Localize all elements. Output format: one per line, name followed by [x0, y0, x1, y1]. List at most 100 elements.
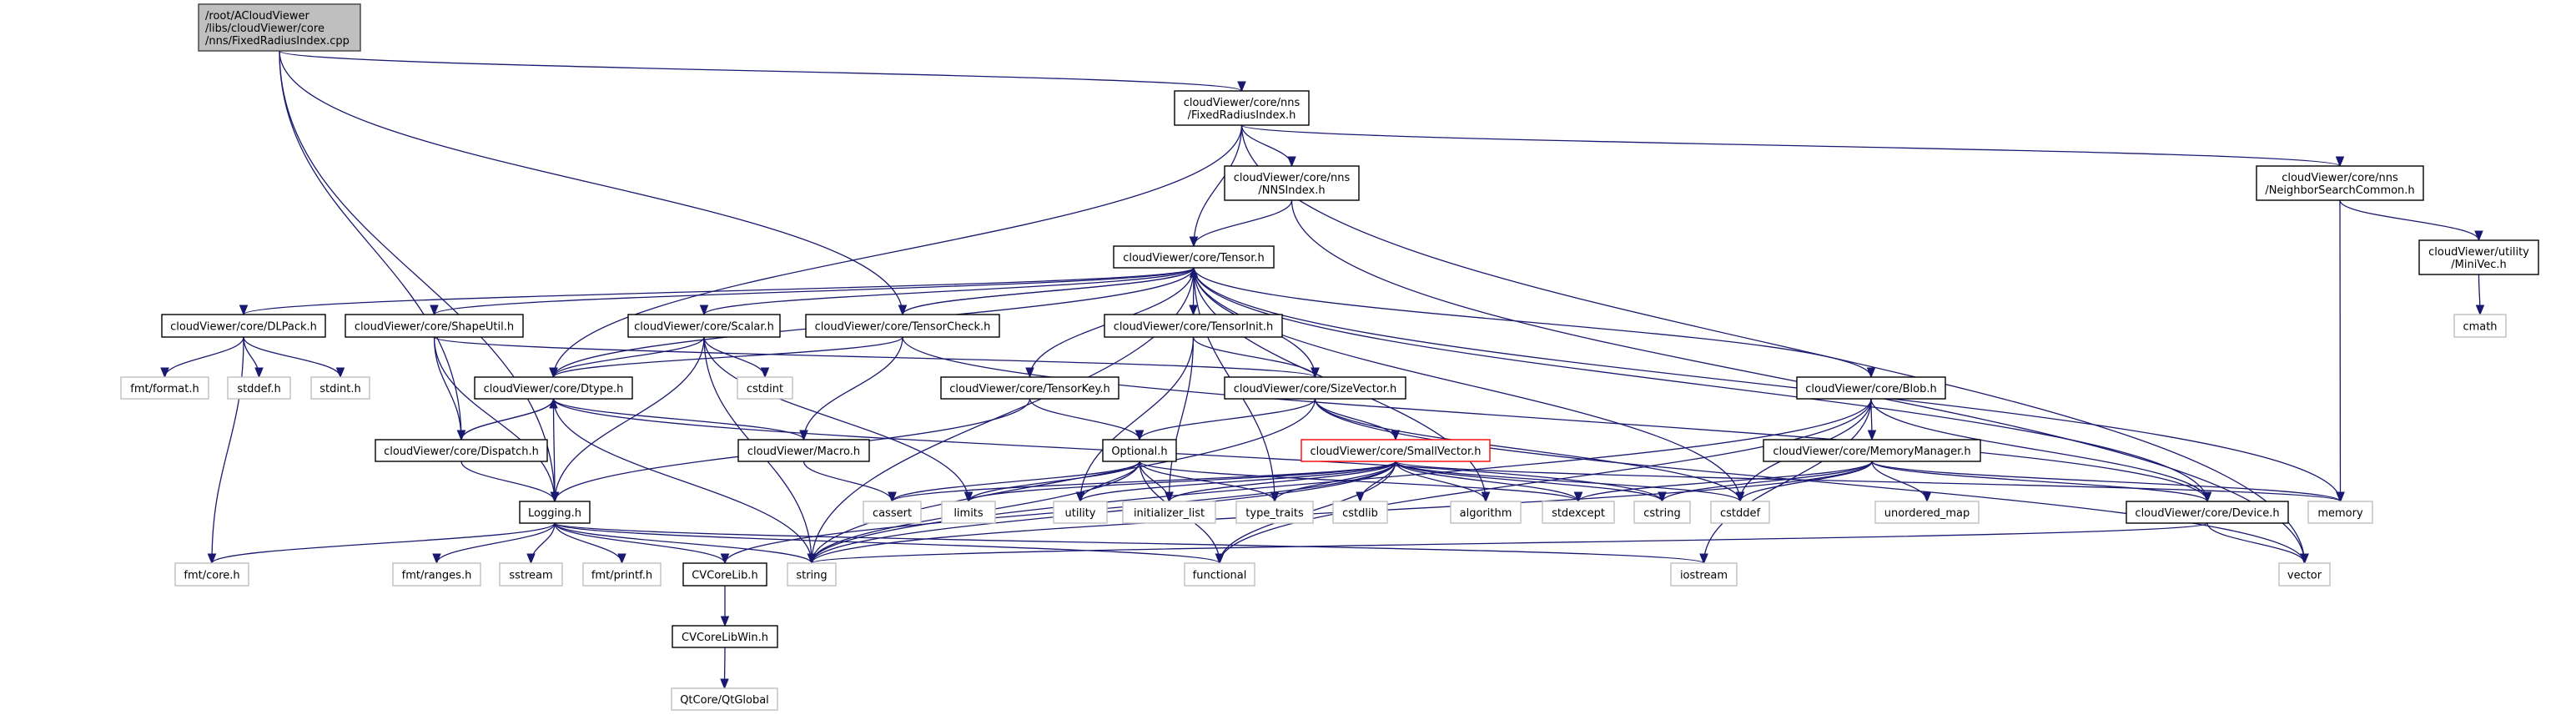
- node-shapeutil[interactable]: cloudViewer/core/ShapeUtil.h: [345, 314, 524, 338]
- node-label: initializer_list: [1134, 507, 1205, 520]
- node-tensor[interactable]: cloudViewer/core/Tensor.h: [1113, 245, 1275, 269]
- node-box: [671, 687, 778, 711]
- node-smallvec[interactable]: cloudViewer/core/SmallVector.h: [1301, 439, 1491, 462]
- arrowhead-icon: [1481, 491, 1491, 503]
- arrowhead-icon: [550, 491, 560, 503]
- node-tkey[interactable]: cloudViewer/core/TensorKey.h: [940, 376, 1119, 400]
- node-typetraits[interactable]: type_traits: [1235, 501, 1314, 524]
- node-initlist[interactable]: initializer_list: [1122, 501, 1216, 524]
- node-label: fmt/ranges.h: [402, 570, 472, 582]
- edge-logging-to-functional: [554, 522, 1225, 565]
- node-memory[interactable]: memory: [2307, 501, 2373, 524]
- edge-memmgr-to-stdexcept: [1573, 461, 1873, 503]
- node-iostream[interactable]: iostream: [1670, 562, 1738, 587]
- edges-layer: [160, 50, 2485, 690]
- node-device[interactable]: cloudViewer/core/Device.h: [2126, 501, 2289, 524]
- node-dispatch[interactable]: cloudViewer/core/Dispatch.h: [375, 439, 548, 462]
- node-label: /FixedRadiusIndex.h: [1188, 109, 1296, 122]
- node-dtype[interactable]: cloudViewer/core/Dtype.h: [474, 376, 633, 400]
- node-box: [1235, 501, 1314, 524]
- arrowhead-icon: [1189, 266, 1199, 278]
- edge-cpp-to-tcheck: [279, 50, 908, 316]
- node-memmgr[interactable]: cloudViewer/core/MemoryManager.h: [1763, 439, 1981, 462]
- node-optional[interactable]: Optional.h: [1102, 439, 1177, 462]
- node-algorithm[interactable]: algorithm: [1450, 501, 1522, 524]
- node-macro[interactable]: cloudViewer/Macro.h: [737, 439, 870, 462]
- node-sizevec[interactable]: cloudViewer/core/SizeVector.h: [1224, 376, 1406, 400]
- node-box: [2307, 501, 2373, 524]
- edge-device-to-vector: [2206, 522, 2309, 565]
- node-box: [1102, 439, 1177, 462]
- node-box: [519, 501, 591, 524]
- edge-logging-to-cvcorelib: [554, 522, 730, 565]
- edge-logging-to-sstream: [526, 522, 556, 565]
- node-dlpack[interactable]: cloudViewer/core/DLPack.h: [161, 314, 326, 338]
- node-tinit[interactable]: cloudViewer/core/TensorInit.h: [1104, 314, 1283, 338]
- node-box: [1301, 439, 1491, 462]
- edge-blob-to-string: [807, 398, 1872, 565]
- node-stdint[interactable]: stdint.h: [310, 376, 370, 400]
- node-box: [161, 314, 326, 338]
- node-box: [1710, 501, 1770, 524]
- node-label: memory: [2317, 507, 2363, 520]
- node-qtglobal[interactable]: QtCore/QtGlobal: [671, 687, 778, 711]
- edge-dispatch-to-dtype: [460, 397, 558, 441]
- node-label: fmt/format.h: [130, 383, 199, 395]
- node-fmtcore[interactable]: fmt/core.h: [174, 562, 249, 587]
- node-logging[interactable]: Logging.h: [519, 501, 591, 524]
- node-box: [375, 439, 548, 462]
- node-cassert[interactable]: cassert: [863, 501, 922, 524]
- arrowhead-icon: [549, 397, 558, 409]
- node-box: [1224, 376, 1406, 400]
- node-nnsi[interactable]: cloudViewer/core/nns/NNSIndex.h: [1224, 165, 1360, 201]
- node-stddef[interactable]: stddef.h: [227, 376, 291, 400]
- edge-tcheck-to-tensor: [902, 266, 1199, 315]
- node-fmtprintf[interactable]: fmt/printf.h: [582, 562, 662, 587]
- node-fmtformat[interactable]: fmt/format.h: [120, 376, 209, 400]
- arrowhead-icon: [1735, 491, 1745, 503]
- node-cstring[interactable]: cstring: [1633, 501, 1691, 524]
- node-string[interactable]: string: [787, 562, 837, 587]
- node-cvcorelib[interactable]: CVCoreLib.h: [682, 562, 767, 587]
- arrowhead-icon: [1165, 491, 1174, 503]
- node-cpp[interactable]: /root/ACloudViewer/libs/cloudViewer/core…: [198, 3, 361, 52]
- arrowhead-icon: [760, 367, 770, 379]
- edge-logging-to-string: [554, 522, 817, 565]
- arrowhead-icon: [963, 491, 974, 503]
- node-box: [1113, 245, 1275, 269]
- node-nsc[interactable]: cloudViewer/core/nns/NeighborSearchCommo…: [2256, 165, 2424, 201]
- node-cvcorelibwin[interactable]: CVCoreLibWin.h: [672, 625, 778, 648]
- edge-device-to-string: [807, 522, 2208, 565]
- node-label: cloudViewer/core/Dispatch.h: [384, 446, 539, 458]
- node-utility[interactable]: utility: [1053, 501, 1108, 524]
- node-blob[interactable]: cloudViewer/core/Blob.h: [1796, 376, 1946, 400]
- edge-dlpack-to-stdint: [243, 336, 345, 379]
- node-sstream[interactable]: sstream: [499, 562, 563, 587]
- node-cmath[interactable]: cmath: [2453, 314, 2507, 338]
- node-functional[interactable]: functional: [1184, 562, 1255, 587]
- edge-logging-to-fmtranges: [432, 522, 556, 565]
- node-fri[interactable]: cloudViewer/core/nns/FixedRadiusIndex.h: [1174, 90, 1310, 126]
- edge-dtype-to-string: [552, 398, 817, 565]
- node-cstdlib[interactable]: cstdlib: [1332, 501, 1388, 524]
- node-fmtranges[interactable]: fmt/ranges.h: [392, 562, 481, 587]
- node-limits[interactable]: limits: [941, 501, 996, 524]
- node-unordmap[interactable]: unordered_map: [1874, 501, 1980, 524]
- node-vector[interactable]: vector: [2278, 562, 2331, 587]
- edge-dispatch-to-logging: [460, 461, 560, 503]
- node-cstdint[interactable]: cstdint: [737, 376, 793, 400]
- node-scalar[interactable]: cloudViewer/core/Scalar.h: [627, 314, 781, 338]
- node-cstddef[interactable]: cstddef: [1710, 501, 1770, 524]
- edge-logging-to-fmtcore: [207, 522, 556, 565]
- node-stdexcept[interactable]: stdexcept: [1542, 501, 1615, 524]
- node-label: cassert: [873, 507, 912, 520]
- node-label: cloudViewer/core/nns: [2282, 172, 2398, 184]
- node-box: [174, 562, 249, 587]
- arrowhead-icon: [526, 553, 536, 565]
- node-tcheck[interactable]: cloudViewer/core/TensorCheck.h: [805, 314, 1000, 338]
- edge-tensor-to-dlpack: [239, 267, 1195, 316]
- edge-tcheck-to-dtype: [549, 336, 903, 379]
- edge-shapeutil-to-dispatch: [433, 336, 466, 441]
- node-minivec[interactable]: cloudViewer/utility/MiniVec.h: [2418, 239, 2539, 275]
- node-label: cmath: [2463, 321, 2497, 334]
